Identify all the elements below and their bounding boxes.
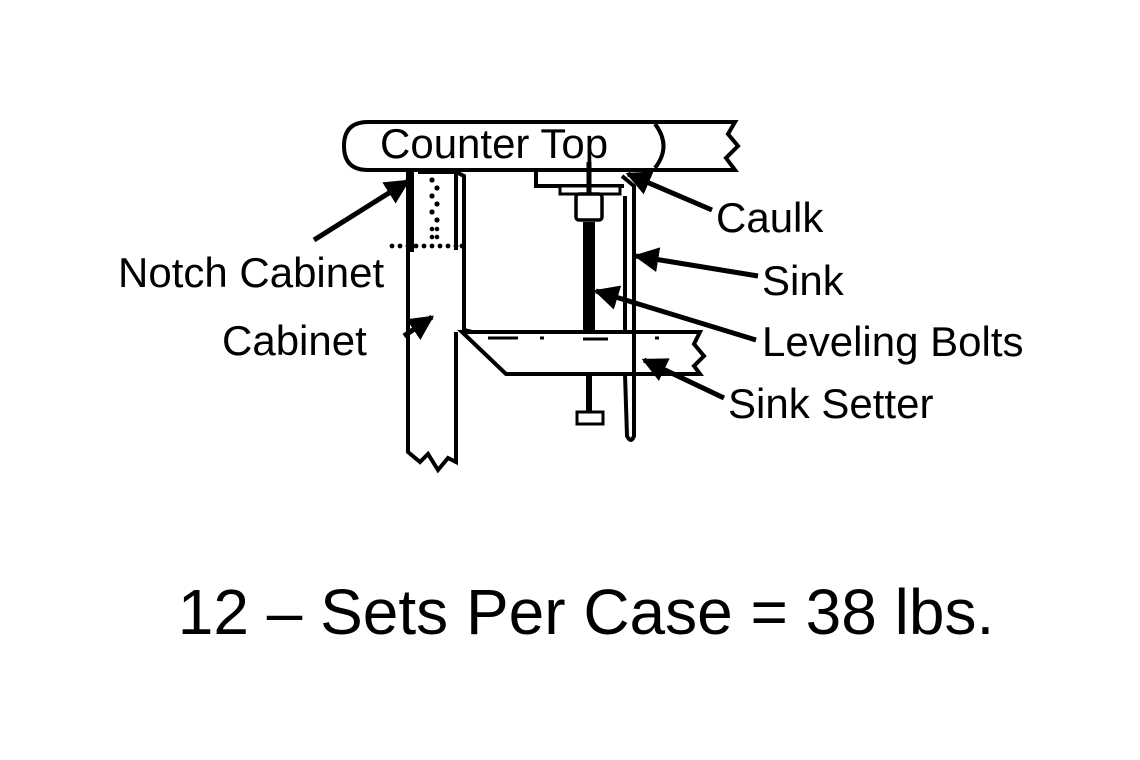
label-sink: Sink [762,257,845,304]
leveling-bolts-arrow [593,285,757,343]
label-sink-setter: Sink Setter [728,380,933,427]
notch-hatch [389,177,465,249]
label-leveling-bolts: Leveling Bolts [762,318,1024,365]
pointer-arrows [312,171,759,401]
leveling-bolt [558,162,622,426]
cabinet-arrow [402,314,435,340]
counter-top [341,120,741,172]
notch-cabinet-arrow [312,178,411,243]
label-cabinet: Cabinet [222,317,367,364]
caulk-arrow [625,171,713,213]
label-notch-cabinet: Notch Cabinet [118,249,384,296]
case-caption: 12 – Sets Per Case = 38 lbs. [178,576,994,648]
label-counter-top: Counter Top [380,120,608,167]
label-caulk: Caulk [716,194,824,241]
sink-arrow [633,247,759,279]
cabinet-wall [406,172,458,474]
sink-setter-dashes [488,336,659,341]
sink-setter-arrow [641,357,726,401]
sink-setter-bracket [418,170,707,376]
